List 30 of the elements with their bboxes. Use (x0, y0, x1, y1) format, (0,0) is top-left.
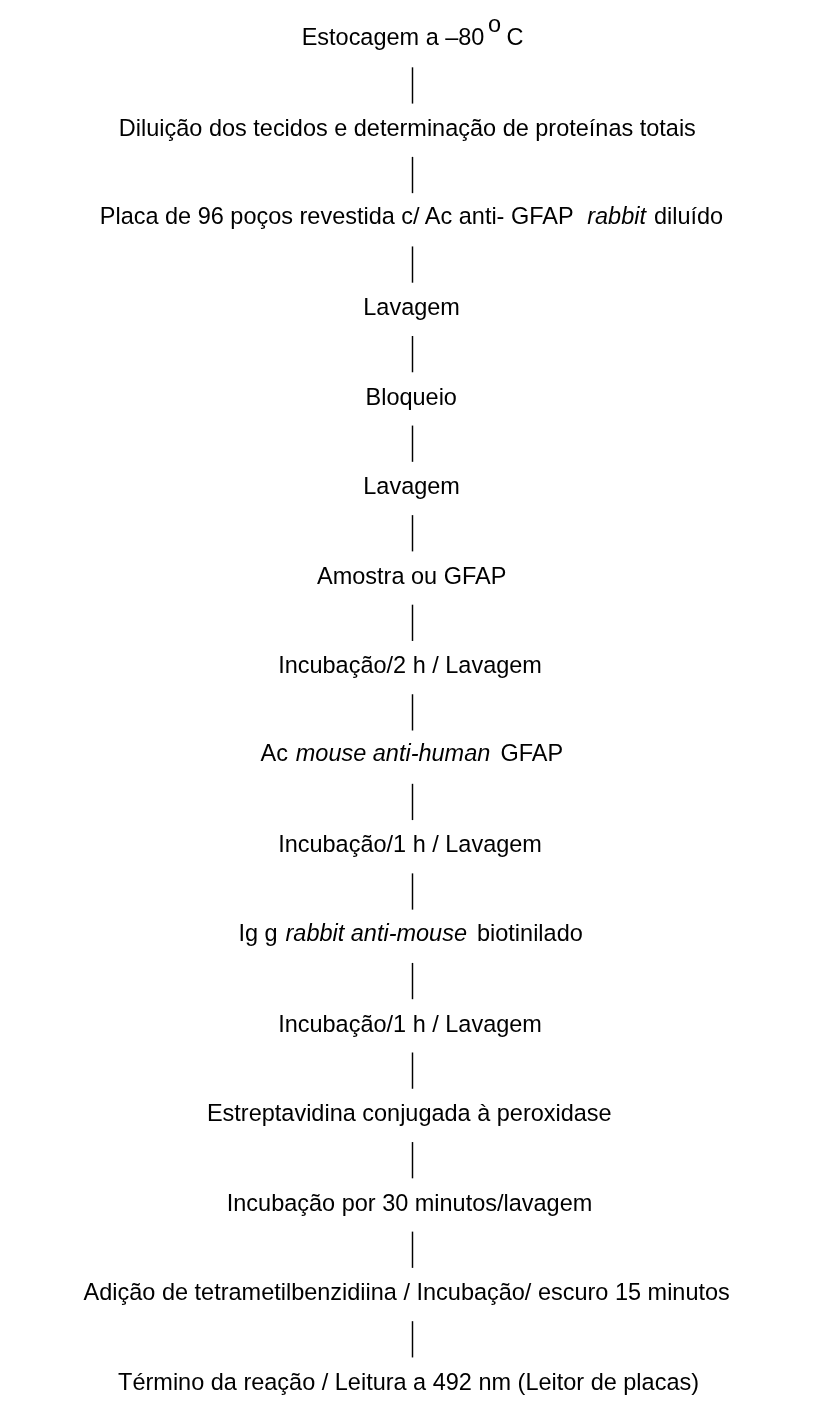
node-text: Bloqueio (365, 383, 457, 410)
connector (411, 962, 413, 1000)
node-text: Incubação por 30 minutos/lavagem (226, 1189, 592, 1216)
connector (411, 245, 413, 284)
connector (411, 1230, 413, 1269)
connector (411, 66, 413, 105)
connector (411, 693, 413, 732)
node-text: Lavagem (362, 473, 460, 500)
node-text: Incubação/1 h / Lavagem (277, 831, 542, 858)
node-text: Estreptavidina conjugada à peroxidase (206, 1100, 612, 1127)
connector (411, 1051, 413, 1090)
connector (411, 1141, 413, 1180)
node-text: Ac mouse anti-human GFAP (260, 740, 563, 767)
connector (411, 783, 413, 821)
node-text: Adição de tetrametilbenzidiina / Incubação/ escuro 15 minutos (83, 1279, 730, 1306)
node-text: Término da reação / Leitura a 492 nm (Leitor de placas) (117, 1368, 699, 1395)
connector (411, 335, 413, 373)
connector (411, 156, 413, 194)
connector (411, 424, 413, 463)
node-text: Incubação/1 h / Lavagem (277, 1010, 542, 1037)
node-text: Ig g rabbit anti-mouse biotinilado (238, 919, 583, 946)
connector (411, 872, 413, 911)
node-text: Diluição dos tecidos e determinação de proteínas totais (118, 114, 696, 141)
node-text: Incubação/2 h / Lavagem (277, 652, 542, 679)
node-text: Amostra ou GFAP (316, 562, 506, 589)
node-text: Placa de 96 poços revestida c/ Ac anti- GFAP rabbit diluído (99, 203, 723, 230)
connector (411, 1320, 413, 1359)
node-text: Lavagem (362, 294, 460, 321)
connector (411, 603, 413, 642)
connector (411, 514, 413, 553)
